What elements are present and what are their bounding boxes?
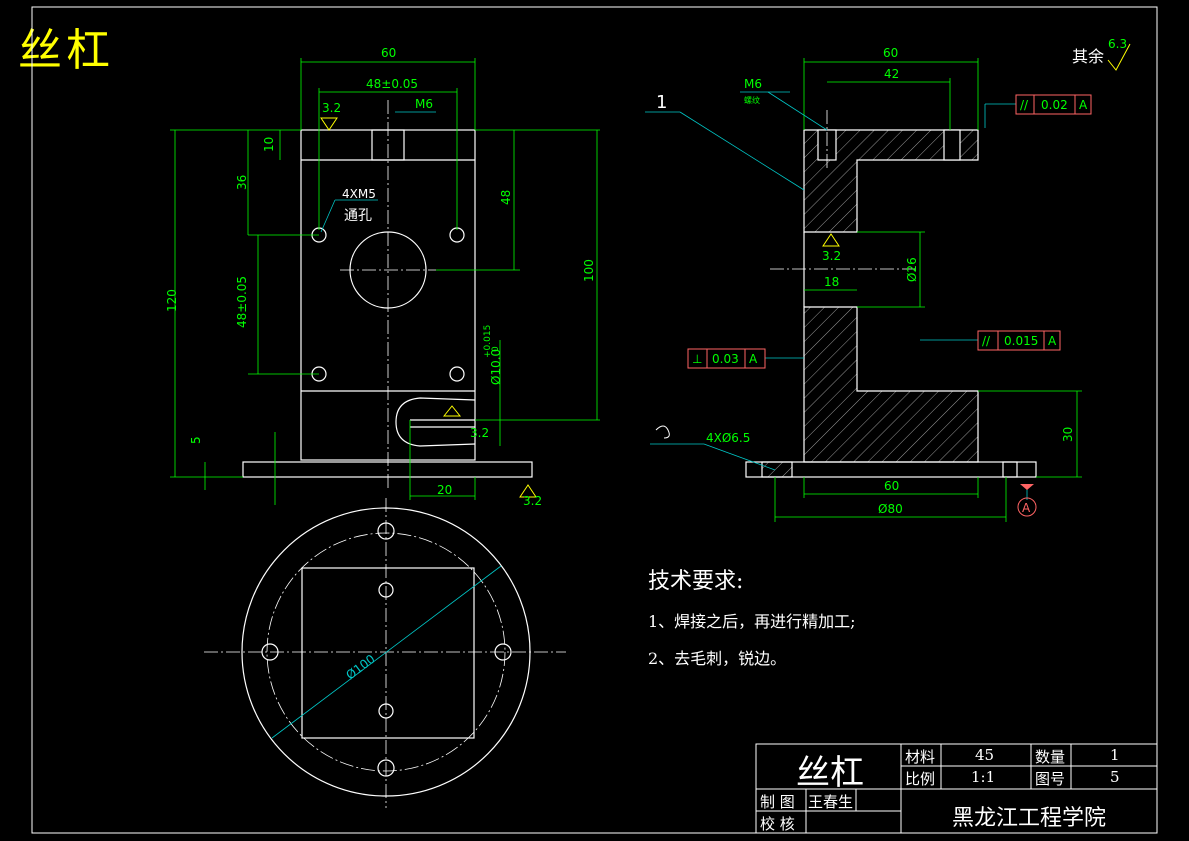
tb-material-label: 材料: [905, 748, 936, 766]
tb-drawing-no: 5: [1110, 768, 1120, 786]
remark-others: 其余: [1072, 47, 1104, 66]
dim-bore-tol-up: +0.015: [483, 325, 493, 358]
label-4xm5: 4XM5: [342, 187, 376, 201]
rough-3-2-base: 3.2: [523, 494, 542, 508]
tb-school: 黑龙江工程学院: [952, 806, 1107, 831]
dim-60-front: 60: [381, 46, 396, 60]
dim-120: 120: [165, 289, 179, 312]
remark-roughness: 6.3: [1108, 37, 1127, 51]
dim-30: 30: [1061, 427, 1075, 442]
tol-mid-symbol: //: [982, 334, 991, 348]
datum-a-label: A: [1022, 501, 1031, 515]
part-callout-1: 1: [656, 92, 667, 113]
tb-checked-label: 校 核: [760, 815, 795, 833]
dim-60-side-top: 60: [883, 46, 898, 60]
label-4x-dia6-5: 4XØ6.5: [706, 431, 750, 445]
title-block-frame: [755, 743, 1158, 834]
tb-quantity: 1: [1110, 746, 1120, 764]
tol-mid-datum: A: [1048, 334, 1057, 348]
tb-scale: 1:1: [971, 768, 996, 786]
tol-top-datum: A: [1079, 98, 1088, 112]
front-dimension-lines: [170, 58, 600, 505]
dim-5: 5: [189, 436, 203, 444]
dim-48-tol-v: 48±0.05: [235, 276, 249, 328]
tol-left-symbol: ⊥: [692, 352, 702, 366]
label-thread-depth: 螺纹: [744, 95, 760, 105]
dim-dia100: Ø100: [343, 652, 377, 683]
dim-20: 20: [437, 483, 452, 497]
tol-frame-left: [687, 348, 766, 369]
tb-drawing-no-label: 图号: [1035, 770, 1066, 788]
tol-left-datum: A: [749, 352, 758, 366]
tech-requirement-1: 1、焊接之后，再进行精加工;: [648, 612, 856, 631]
datum-a-circle: [1017, 497, 1037, 517]
tol-left-value: 0.03: [712, 352, 739, 366]
tb-drawn-label: 制 图: [760, 793, 795, 811]
weld-symbol-icon: [655, 425, 670, 439]
side-view: [745, 129, 1037, 478]
dim-dia80: Ø80: [878, 502, 903, 516]
tol-mid-value: 0.015: [1004, 334, 1038, 348]
tol-frame-top: [1015, 94, 1092, 115]
rough-3-2-slot: 3.2: [470, 426, 489, 440]
tech-requirement-2: 2、去毛刺，锐边。: [648, 649, 787, 668]
front-base: [242, 461, 533, 478]
rough-3-2-side: 3.2: [822, 249, 841, 263]
dim-18: 18: [824, 275, 839, 289]
dim-48-tol-h: 48±0.05: [366, 77, 418, 91]
tol-top-symbol: //: [1020, 98, 1029, 112]
tb-quantity-label: 数量: [1035, 748, 1066, 766]
front-view: [242, 129, 533, 478]
dim-bore-10: Ø10.0: [489, 349, 503, 385]
dim-10: 10: [262, 137, 276, 152]
label-m6-side: M6: [744, 77, 762, 91]
side-dimension-lines: [774, 58, 1082, 522]
tb-drawn-by: 王春生: [808, 793, 854, 811]
dim-36: 36: [235, 175, 249, 190]
drawing-title: 丝杠: [18, 25, 114, 76]
dim-bore-tol-lo: 0: [491, 346, 501, 352]
drawing-border: [31, 6, 1158, 834]
dim-42: 42: [884, 67, 899, 81]
rough-3-2-a: 3.2: [322, 101, 341, 115]
tol-frame-mid: [977, 330, 1061, 351]
tol-top-value: 0.02: [1041, 98, 1068, 112]
tb-part-name: 丝杠: [796, 753, 864, 793]
dim-dia26: Ø26: [905, 257, 919, 282]
top-plate: [301, 567, 475, 739]
tb-material: 45: [975, 746, 995, 764]
dim-100: 100: [582, 259, 596, 282]
tb-scale-label: 比例: [905, 770, 936, 788]
label-through-hole: 通孔: [344, 208, 372, 224]
dim-48-v: 48: [499, 190, 513, 205]
label-m6-front: M6: [415, 97, 433, 111]
tech-requirements-title: 技术要求:: [648, 569, 744, 594]
dim-60-side-bottom: 60: [884, 479, 899, 493]
